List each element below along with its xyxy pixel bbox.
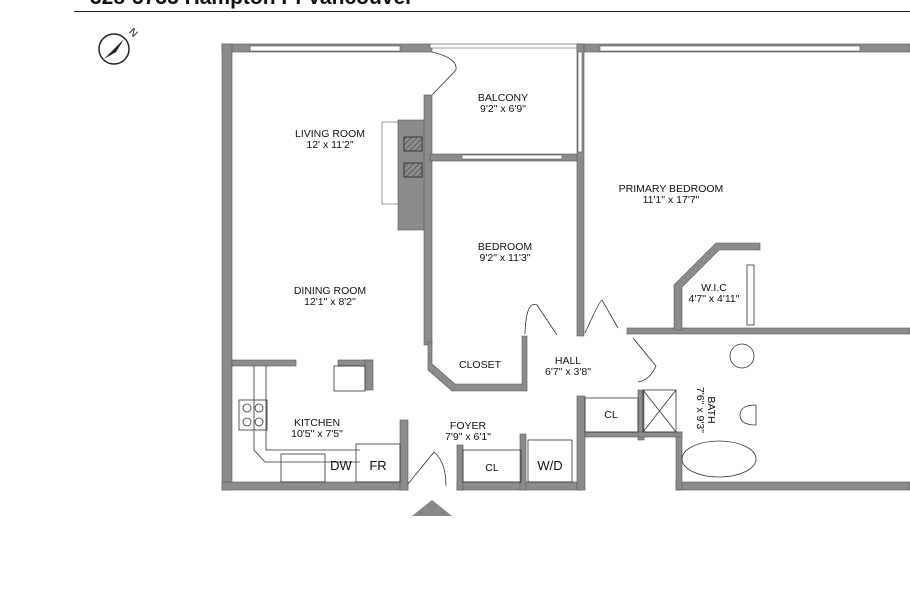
dining-room-size: 12'1" x 8'2" <box>304 296 356 308</box>
room-labels: LIVING ROOM 12' x 11'2" DINING ROOM 12'1… <box>291 92 740 474</box>
north-label: N <box>126 26 140 40</box>
compass-icon: N <box>98 26 140 65</box>
closet-label: CLOSET <box>459 359 502 371</box>
sink-icon <box>280 453 326 483</box>
windows <box>249 45 861 205</box>
foyer-closet-label: CL <box>485 462 499 474</box>
balcony-size: 9'2" x 6'9" <box>480 103 526 115</box>
entry-arrow-icon <box>412 500 452 516</box>
washer-dryer-box <box>527 439 573 483</box>
doors <box>407 51 657 487</box>
fridge-box <box>355 443 401 483</box>
living-room-label: LIVING ROOM <box>295 128 365 140</box>
fireplace <box>403 136 423 178</box>
balcony-label: BALCONY <box>478 92 528 104</box>
hall-closet-label: CL <box>604 409 618 421</box>
fixtures <box>238 264 757 483</box>
bedroom-label: BEDROOM <box>478 241 532 253</box>
wic-label: W.I.C <box>701 282 727 294</box>
primary-bedroom-label: PRIMARY BEDROOM <box>619 183 724 195</box>
washer-dryer-label: W/D <box>537 458 562 473</box>
hall-size: 6'7" x 3'8" <box>545 366 591 378</box>
shower-icon <box>642 389 677 433</box>
foyer-label: FOYER <box>450 420 487 432</box>
primary-bedroom-size: 11'1" x 17'7" <box>643 194 700 206</box>
kitchen-size: 10'5" x 7'5" <box>291 428 343 440</box>
header-divider <box>74 11 910 12</box>
dishwasher-label: DW <box>330 458 352 473</box>
kitchen-label: KITCHEN <box>294 417 340 429</box>
bath-sink-icon <box>729 343 755 369</box>
stove-icon <box>238 399 268 431</box>
bathtub-icon <box>681 440 757 478</box>
bath-size: 7'6" x 9'3" <box>694 387 706 433</box>
bath-label: BATH <box>705 396 717 423</box>
listing-address-title: 328-5735 Hampton Pl Vancouver <box>90 0 413 10</box>
foyer-size: 7'9" x 6'1" <box>445 431 491 443</box>
dining-room-label: DINING ROOM <box>294 285 366 297</box>
wic-size: 4'7" x 4'11" <box>689 293 740 305</box>
toilet-icon <box>739 404 757 426</box>
hall-label: HALL <box>555 355 581 367</box>
fridge-label: FR <box>369 458 386 473</box>
bedroom-size: 9'2" x 11'3" <box>480 252 531 264</box>
living-room-size: 12' x 11'2" <box>306 139 354 151</box>
